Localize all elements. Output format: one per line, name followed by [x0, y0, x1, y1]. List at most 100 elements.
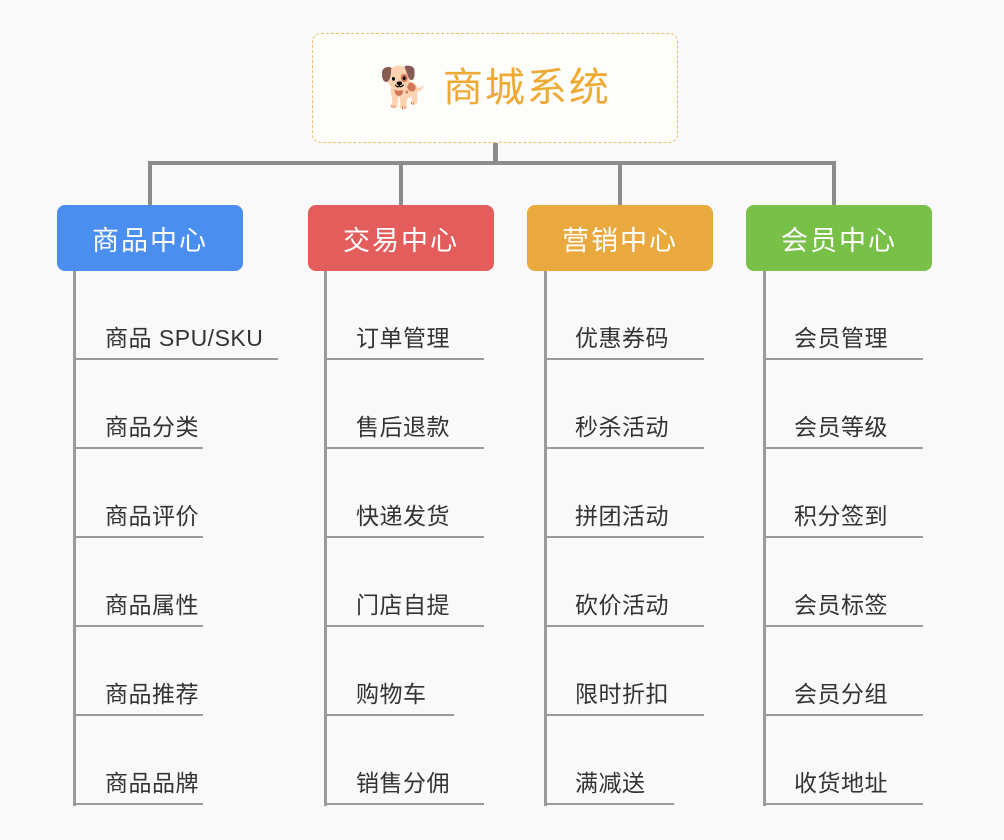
branch-body-trade-center: 订单管理 售后退款 快递发货 门店自提 购物车 — [308, 271, 494, 806]
leaf-label: 限时折扣 — [575, 681, 669, 707]
leaf-item[interactable]: 销售分佣 — [308, 716, 494, 805]
leaf-underline — [544, 803, 674, 805]
leaf-underline — [763, 447, 923, 449]
leaf-underline — [73, 358, 278, 360]
leaf-list-product-center: 商品 SPU/SKU 商品分类 商品评价 商品属性 商品推荐 — [57, 271, 278, 805]
leaf-item[interactable]: 商品推荐 — [57, 627, 263, 716]
leaf-underline — [73, 536, 203, 538]
leaf-label: 商品 SPU/SKU — [105, 325, 264, 351]
leaf-item[interactable]: 商品 SPU/SKU — [57, 271, 278, 360]
connector-drop-trade-center — [399, 161, 403, 207]
branch-spine — [324, 271, 327, 806]
leaf-underline — [73, 714, 203, 716]
leaf-label: 商品品牌 — [105, 770, 199, 796]
leaf-label: 满减送 — [575, 770, 646, 796]
leaf-label: 会员等级 — [794, 414, 888, 440]
leaf-underline — [763, 625, 923, 627]
leaf-item[interactable]: 满减送 — [527, 716, 713, 805]
leaf-item[interactable]: 门店自提 — [308, 538, 494, 627]
category-header-member-center[interactable]: 会员中心 — [746, 205, 932, 271]
branch-product-center: 商品中心 商品 SPU/SKU 商品分类 商品评价 商品属性 — [57, 205, 278, 806]
leaf-underline — [763, 536, 923, 538]
leaf-underline — [324, 536, 484, 538]
leaf-item[interactable]: 会员分组 — [746, 627, 932, 716]
connector-drop-product-center — [148, 161, 152, 207]
leaf-item[interactable]: 拼团活动 — [527, 449, 713, 538]
leaf-underline — [324, 803, 484, 805]
leaf-item[interactable]: 商品评价 — [57, 449, 263, 538]
shiba-dog-face-icon: 🐕 — [379, 66, 429, 110]
leaf-underline — [544, 714, 704, 716]
leaf-item[interactable]: 限时折扣 — [527, 627, 713, 716]
leaf-label: 订单管理 — [356, 325, 450, 351]
leaf-underline — [544, 358, 704, 360]
leaf-underline — [324, 358, 484, 360]
leaf-item[interactable]: 优惠券码 — [527, 271, 713, 360]
leaf-underline — [544, 447, 704, 449]
leaf-label: 积分签到 — [794, 503, 888, 529]
leaf-label: 商品评价 — [105, 503, 199, 529]
root-node[interactable]: 🐕 商城系统 — [312, 33, 678, 143]
leaf-label: 砍价活动 — [575, 592, 669, 618]
leaf-underline — [544, 625, 704, 627]
leaf-label: 会员管理 — [794, 325, 888, 351]
leaf-underline — [763, 714, 923, 716]
branch-spine — [763, 271, 766, 806]
leaf-item[interactable]: 积分签到 — [746, 449, 932, 538]
leaf-item[interactable]: 售后退款 — [308, 360, 494, 449]
leaf-item[interactable]: 商品属性 — [57, 538, 263, 627]
leaf-item[interactable]: 砍价活动 — [527, 538, 713, 627]
leaf-label: 门店自提 — [356, 592, 450, 618]
leaf-label: 秒杀活动 — [575, 414, 669, 440]
leaf-label: 快递发货 — [356, 503, 450, 529]
leaf-item[interactable]: 秒杀活动 — [527, 360, 713, 449]
leaf-underline — [324, 714, 454, 716]
branch-body-marketing-center: 优惠券码 秒杀活动 拼团活动 砍价活动 限时折扣 — [527, 271, 713, 806]
leaf-item[interactable]: 购物车 — [308, 627, 494, 716]
branch-member-center: 会员中心 会员管理 会员等级 积分签到 会员标签 — [746, 205, 932, 806]
leaf-label: 售后退款 — [356, 414, 450, 440]
leaf-label: 优惠券码 — [575, 325, 669, 351]
leaf-underline — [324, 447, 484, 449]
category-header-marketing-center[interactable]: 营销中心 — [527, 205, 713, 271]
leaf-item[interactable]: 订单管理 — [308, 271, 494, 360]
leaf-label: 拼团活动 — [575, 503, 669, 529]
branch-spine — [544, 271, 547, 806]
leaf-underline — [544, 536, 704, 538]
leaf-item[interactable]: 会员管理 — [746, 271, 932, 360]
leaf-label: 商品推荐 — [105, 681, 199, 707]
leaf-list-member-center: 会员管理 会员等级 积分签到 会员标签 会员分组 — [746, 271, 932, 805]
branch-marketing-center: 营销中心 优惠券码 秒杀活动 拼团活动 砍价活动 — [527, 205, 713, 806]
leaf-label: 会员标签 — [794, 592, 888, 618]
root-title: 商城系统 — [442, 66, 611, 110]
category-header-trade-center[interactable]: 交易中心 — [308, 205, 494, 271]
leaf-item[interactable]: 商品分类 — [57, 360, 263, 449]
leaf-item[interactable]: 收货地址 — [746, 716, 932, 805]
leaf-underline — [73, 447, 203, 449]
leaf-label: 销售分佣 — [356, 770, 450, 796]
connector-root-stem — [493, 143, 498, 165]
leaf-label: 商品分类 — [105, 414, 199, 440]
leaf-list-marketing-center: 优惠券码 秒杀活动 拼团活动 砍价活动 限时折扣 — [527, 271, 713, 805]
branch-body-member-center: 会员管理 会员等级 积分签到 会员标签 会员分组 — [746, 271, 932, 806]
leaf-list-trade-center: 订单管理 售后退款 快递发货 门店自提 购物车 — [308, 271, 494, 805]
connector-drop-marketing-center — [618, 161, 622, 207]
connector-horizontal-bar — [148, 161, 836, 165]
leaf-label: 会员分组 — [794, 681, 888, 707]
category-header-product-center[interactable]: 商品中心 — [57, 205, 243, 271]
leaf-item[interactable]: 快递发货 — [308, 449, 494, 538]
leaf-label: 商品属性 — [105, 592, 199, 618]
leaf-item[interactable]: 会员等级 — [746, 360, 932, 449]
leaf-item[interactable]: 商品品牌 — [57, 716, 263, 805]
leaf-underline — [763, 803, 923, 805]
leaf-underline — [73, 803, 203, 805]
leaf-label: 购物车 — [356, 681, 427, 707]
branch-spine — [73, 271, 76, 806]
leaf-item[interactable]: 会员标签 — [746, 538, 932, 627]
leaf-underline — [73, 625, 203, 627]
connector-drop-member-center — [832, 161, 836, 207]
leaf-label: 收货地址 — [794, 770, 888, 796]
branch-body-product-center: 商品 SPU/SKU 商品分类 商品评价 商品属性 商品推荐 — [57, 271, 278, 806]
branch-trade-center: 交易中心 订单管理 售后退款 快递发货 门店自提 — [308, 205, 494, 806]
